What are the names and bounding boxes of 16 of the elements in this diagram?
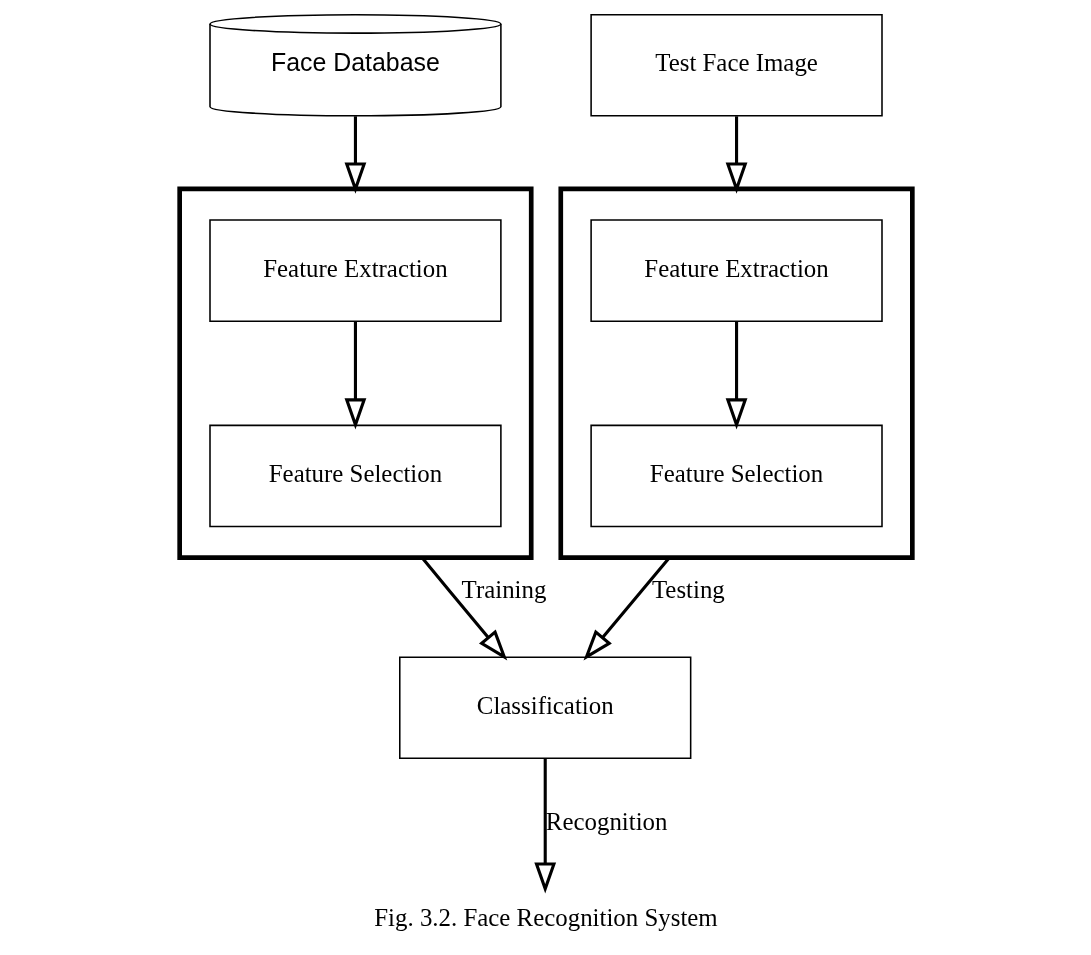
node-box: Feature Extraction <box>589 219 883 322</box>
arrow <box>725 321 747 430</box>
arrow <box>725 116 747 194</box>
edge-label: Testing <box>651 575 725 603</box>
cluster <box>176 186 534 560</box>
node-box: Feature Extraction <box>208 219 502 322</box>
edge-label: Training <box>461 575 546 603</box>
caption: Fig. 3.2. Face Recognition System <box>373 903 718 931</box>
node-box: Feature Selection <box>208 424 502 528</box>
cluster <box>557 186 915 560</box>
arrow <box>344 321 366 430</box>
arrow <box>344 116 366 194</box>
arrow <box>533 758 556 894</box>
node-box: Test Face Image <box>589 13 883 117</box>
node-box: Classification <box>398 656 691 760</box>
node-box: Feature Selection <box>589 424 883 528</box>
